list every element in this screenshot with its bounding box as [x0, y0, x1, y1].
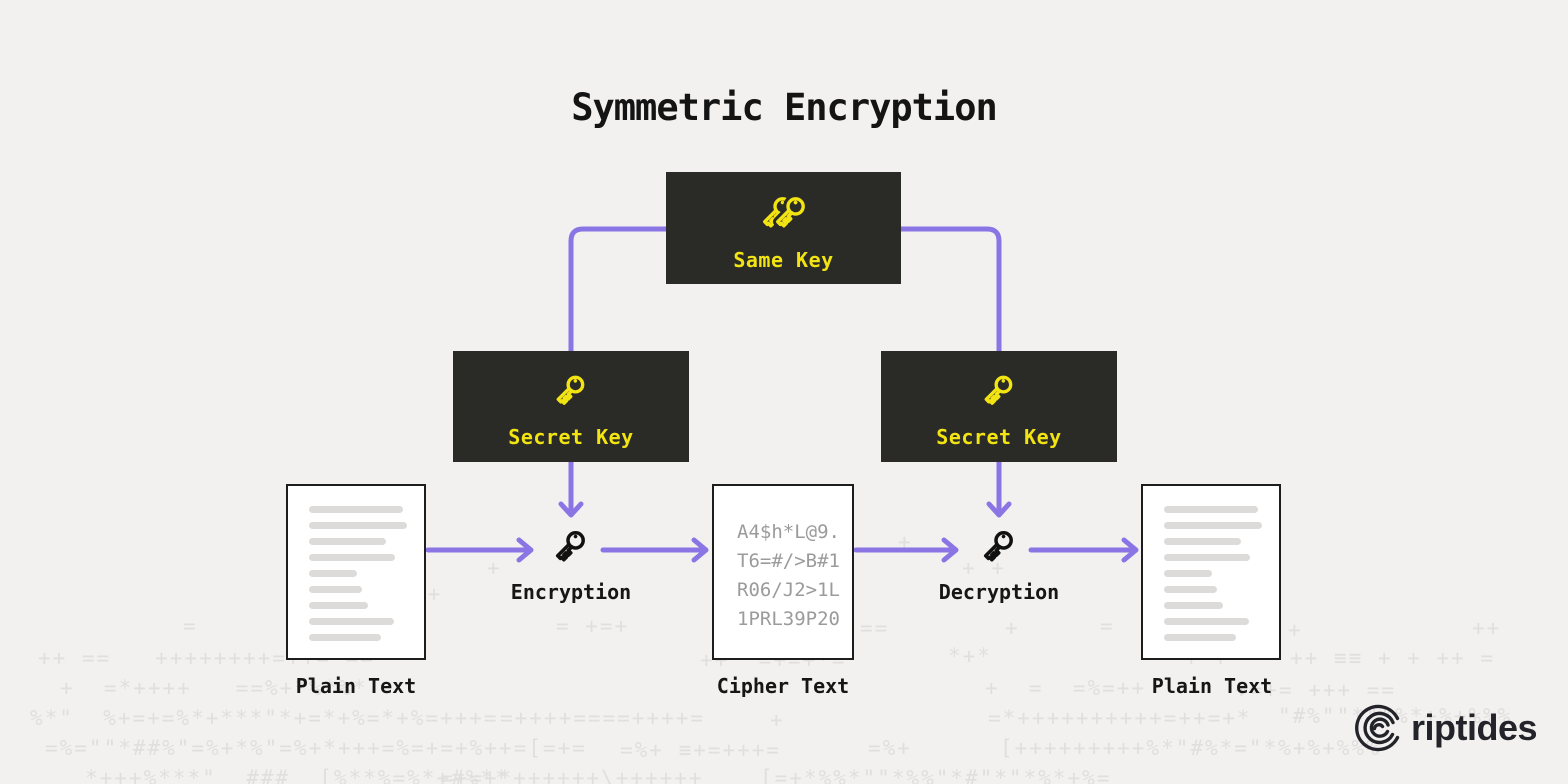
ascii-noise-row: + = =%=++: [985, 676, 1147, 700]
ascii-noise-row: =%+: [868, 736, 912, 760]
ascii-noise-row: +: [1288, 618, 1303, 642]
document-text-line: [309, 634, 381, 641]
ascii-noise-row: %*" %+=+=%*+***"*+=*+%=*+%=+++=: [30, 706, 499, 730]
ascii-noise-row: +: [1005, 616, 1020, 640]
ascii-noise-row: +: [770, 708, 785, 732]
cipher-text-line: T6=#/>B#1: [737, 550, 840, 572]
secret-key-left-down-arrow: [558, 459, 584, 518]
secret-key-left-label: Secret Key: [508, 425, 634, 449]
ascii-noise-row: =: [1100, 614, 1115, 638]
secret-key-box-right: Secret Key: [881, 351, 1117, 462]
plaintext-to-encryption-arrow: [425, 537, 534, 563]
ascii-noise-row: +: [487, 556, 502, 580]
decryption-label: Decryption: [938, 580, 1060, 604]
ascii-noise-row: =*++++++++++=++=+*: [988, 706, 1252, 730]
document-text-line: [1164, 554, 1250, 561]
decryption-key-icon: [979, 527, 1017, 565]
document-text-line: [309, 586, 362, 593]
ascii-noise-row: ==: [860, 616, 890, 640]
secret-key-right-label: Secret Key: [936, 425, 1062, 449]
ascii-noise-row: =%=""*##%"=%+*%"=%+*+++=%=+=+%++=[=+=: [45, 736, 587, 760]
document-text-line: [1164, 570, 1212, 577]
same-key-box: Same Key: [666, 172, 901, 284]
document-text-line: [1164, 586, 1217, 593]
document-text-line: [309, 570, 357, 577]
document-text-line: [309, 538, 386, 545]
document-text-line: [1164, 634, 1236, 641]
key-icon: [552, 372, 588, 408]
encryption-label: Encryption: [510, 580, 632, 604]
encryption-to-cipher-arrow: [600, 537, 709, 563]
plain-text-left-label: Plain Text: [295, 674, 417, 698]
document-text-line: [1164, 506, 1258, 513]
cipher-text-line: 1PRL39P20: [737, 608, 840, 630]
ascii-noise-row: ++ == ++++++++=++= ==: [38, 646, 375, 670]
page-title: Symmetric Encryption: [571, 86, 998, 129]
key-icon: [980, 372, 1016, 408]
ascii-noise-row: *+++%***" ### [%**%=%*+#%**: [85, 766, 510, 784]
document-text-line: [1164, 618, 1249, 625]
same-key-label: Same Key: [733, 248, 834, 272]
ascii-noise-row: +=+= +++ ==: [1235, 678, 1397, 702]
ascii-noise-row: = +=+: [556, 614, 630, 638]
ascii-noise-row: =%+ ≡+=+++=: [620, 738, 782, 762]
ascii-noise-row: ++: [1472, 616, 1502, 640]
plain-text-document-left: [286, 484, 426, 660]
cipher-text-line: R06/J2>1L: [737, 579, 840, 601]
ascii-noise-row: =++++====++++=: [500, 706, 706, 730]
document-text-line: [1164, 602, 1223, 609]
cipher-text-line: A4$h*L@9.: [737, 521, 840, 543]
document-text-line: [309, 522, 407, 529]
decryption-to-plaintext-arrow: [1028, 537, 1139, 563]
document-text-line: [309, 506, 403, 513]
ascii-noise-row: =: [183, 614, 198, 638]
encryption-key-icon: [551, 527, 589, 565]
document-text-line: [1164, 538, 1241, 545]
ascii-noise-row: *+*: [948, 644, 992, 668]
riptides-wordmark: riptides: [1411, 707, 1538, 748]
secret-key-box-left: Secret Key: [453, 351, 689, 462]
cipher-text-box: A4$h*L@9. T6=#/>B#1 R06/J2>1L 1PRL39P20: [712, 484, 854, 660]
ascii-noise-row: + =*++++ ==%+*%*%*: [60, 676, 368, 700]
ascii-noise-row: [=+*%%*""*%%"*#"*"*%*+%=: [760, 766, 1112, 784]
ascii-noise-row: ++ ≡≡ + + ++ =: [1290, 646, 1496, 670]
document-text-line: [1164, 522, 1262, 529]
document-text-line: [309, 618, 394, 625]
ascii-noise-row: + +: [962, 556, 1006, 580]
ascii-noise-row: =+=+*++++++\++++++: [440, 766, 704, 784]
document-text-line: [309, 602, 368, 609]
double-key-icon: [758, 188, 814, 234]
plain-text-right-label: Plain Text: [1151, 674, 1273, 698]
cipher-to-decryption-arrow: [853, 537, 959, 563]
cipher-text-label: Cipher Text: [716, 674, 850, 698]
riptides-swirl-icon: [1355, 704, 1400, 752]
secret-key-right-down-arrow: [986, 459, 1012, 518]
document-text-line: [309, 554, 395, 561]
plain-text-document-right: [1141, 484, 1281, 660]
ascii-noise-row: [+++++++++%*"#%*="*%+%+%%%: [1000, 736, 1381, 760]
riptides-logo: riptides: [1352, 700, 1538, 756]
